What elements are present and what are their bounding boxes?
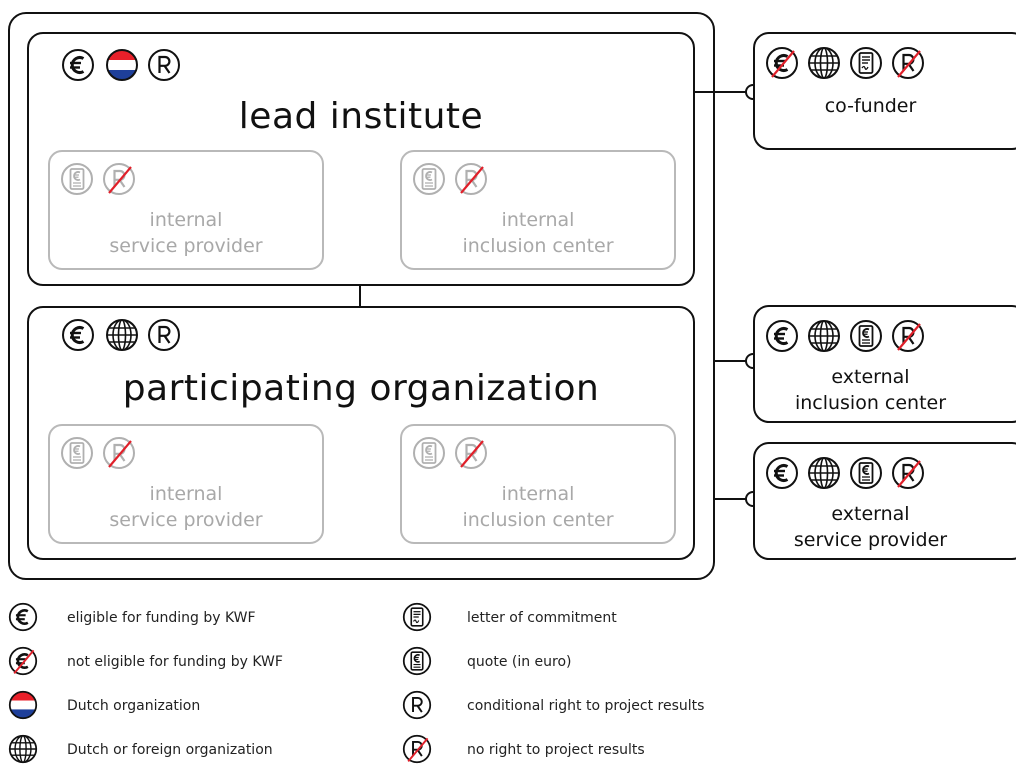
lead-internal-service-provider: internal service provider [48, 150, 324, 270]
participating-internal-inclusion-center: internal inclusion center [400, 424, 676, 544]
quote-icon [849, 456, 883, 490]
quote-icon [412, 162, 446, 196]
participating-internal-service-provider: internal service provider [48, 424, 324, 544]
ext-service-connector-line [715, 498, 746, 500]
globe-icon [807, 456, 841, 490]
quote-icon [60, 162, 94, 196]
r-strike-icon [891, 456, 925, 490]
euro-icon [765, 319, 799, 353]
r-icon [402, 690, 432, 720]
lead-institute-title: lead institute [238, 96, 484, 137]
participating-organization-title: participating organization [122, 368, 600, 409]
ext-inclusion-line2: inclusion center [794, 392, 947, 414]
r-strike-icon [102, 436, 136, 470]
participating-organization-box: participating organization internal serv… [27, 306, 695, 560]
cofunder-box: co-funder [753, 32, 1016, 150]
inner-label-line2: inclusion center [462, 509, 614, 531]
quote-icon [60, 436, 94, 470]
lead-institute-box: lead institute internal service provider… [27, 32, 695, 286]
letter-icon [402, 602, 432, 632]
r-strike-icon [891, 319, 925, 353]
euro-icon [8, 602, 38, 632]
inner-label-line2: inclusion center [462, 235, 614, 257]
inner-label-line2: service provider [109, 509, 263, 531]
ext-inclusion-connector-line [715, 360, 746, 362]
inner-label-line1: internal [149, 483, 223, 505]
legend-text: conditional right to project results [467, 698, 705, 714]
lead-participating-connector [359, 285, 361, 307]
lead-internal-inclusion-center: internal inclusion center [400, 150, 676, 270]
r-strike-icon [402, 734, 432, 764]
legend-text: Dutch or foreign organization [67, 742, 273, 758]
globe-icon [105, 318, 139, 352]
inner-label-line1: internal [501, 209, 575, 231]
globe-icon [8, 734, 38, 764]
ext-service-line1: external [831, 503, 910, 525]
r-icon [147, 318, 181, 352]
ext-inclusion-line1: external [831, 366, 910, 388]
cofunder-connector-line [695, 91, 746, 93]
inner-label-line1: internal [149, 209, 223, 231]
inner-label-line1: internal [501, 483, 575, 505]
legend-text: no right to project results [467, 742, 645, 758]
external-inclusion-center-box: external inclusion center [753, 305, 1016, 423]
euro-icon [61, 318, 95, 352]
euro-icon [61, 48, 95, 82]
dutch-flag-icon [8, 690, 38, 720]
globe-icon [807, 46, 841, 80]
quote-icon [402, 646, 432, 676]
inner-label-line2: service provider [109, 235, 263, 257]
euro-icon [765, 456, 799, 490]
r-strike-icon [891, 46, 925, 80]
legend-text: quote (in euro) [467, 654, 572, 670]
globe-icon [807, 319, 841, 353]
r-icon [147, 48, 181, 82]
r-strike-icon [454, 162, 488, 196]
euro-strike-icon [8, 646, 38, 676]
r-strike-icon [454, 436, 488, 470]
quote-icon [849, 319, 883, 353]
legend-text: eligible for funding by KWF [67, 610, 256, 626]
legend-text: Dutch organization [67, 698, 201, 714]
ext-service-line2: service provider [793, 529, 948, 551]
external-service-provider-box: external service provider [753, 442, 1016, 560]
dutch-flag-icon [105, 48, 139, 82]
euro-strike-icon [765, 46, 799, 80]
legend-text: letter of commitment [467, 610, 617, 626]
cofunder-title: co-funder [824, 95, 917, 117]
r-strike-icon [102, 162, 136, 196]
quote-icon [412, 436, 446, 470]
letter-icon [849, 46, 883, 80]
legend-text: not eligible for funding by KWF [67, 654, 283, 670]
